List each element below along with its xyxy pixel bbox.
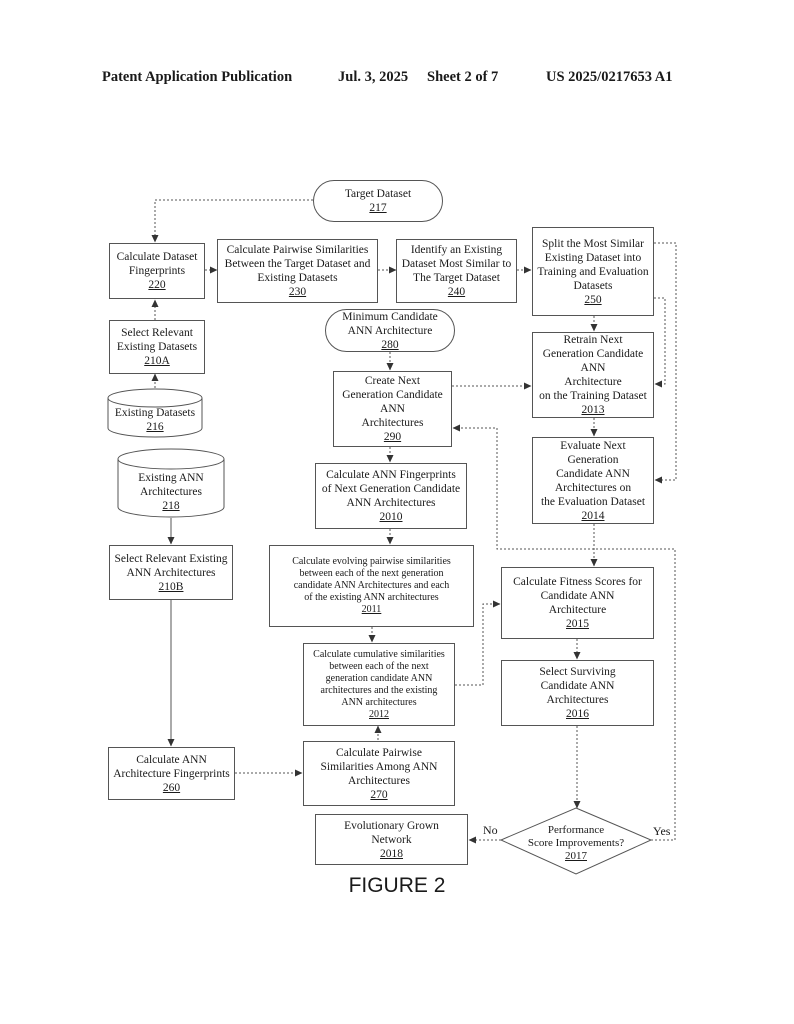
edge-label-yes: Yes — [653, 824, 671, 838]
node-performance-score-improvements: Performance Score Improvements? 2017 — [516, 818, 636, 868]
node-ref: 230 — [288, 286, 307, 298]
node-ref: 217 — [369, 202, 387, 214]
node-ref: 270 — [370, 788, 388, 801]
node-label: Calculate evolving pairwise similarities… — [292, 556, 451, 603]
node-ref: 2013 — [581, 404, 605, 416]
node-label: Existing ANN Architectures — [138, 472, 204, 498]
header-patent-number: US 2025/0217653 A1 — [546, 69, 673, 85]
header-date: Jul. 3, 2025 — [338, 69, 409, 85]
node-label: Minimum Candidate ANN Architecture — [342, 310, 438, 337]
existing-ann-architectures-cylinder — [117, 448, 225, 518]
node-ref: 2014 — [581, 509, 605, 522]
edge-250-2014 — [654, 242, 677, 484]
node-retrain-candidate-ann: Retrain Next Generation Candidate ANN Ar… — [532, 332, 654, 418]
node-label: Calculate cumulative similarities betwee… — [313, 648, 445, 708]
node-split-dataset: Split the Most Similar Existing Dataset … — [532, 227, 654, 316]
node-evaluate-next-generation: Evaluate Next Generation Candidate ANN A… — [532, 437, 654, 524]
node-select-relevant-existing-datasets: Select Relevant Existing Datasets 210A — [109, 320, 205, 374]
edge-label-no: No — [483, 823, 498, 837]
node-ref: 216 — [146, 421, 164, 433]
node-ref: 290 — [383, 431, 402, 443]
node-ref: 2018 — [380, 847, 403, 860]
node-ref: 218 — [162, 500, 180, 512]
node-calculate-cumulative-similarities: Calculate cumulative similarities betwee… — [303, 643, 455, 726]
node-label: Target Dataset — [344, 188, 412, 200]
existing-datasets-cylinder — [107, 388, 203, 438]
node-minimum-candidate-ann: Minimum Candidate ANN Architecture 280 — [325, 309, 455, 352]
node-calculate-ann-architecture-fingerprints: Calculate ANN Architecture Fingerprints … — [108, 747, 235, 800]
node-ref: 260 — [162, 781, 181, 794]
node-label: Evaluate Next Generation Candidate ANN A… — [540, 439, 646, 508]
node-label: Calculate Fitness Scores for Candidate A… — [513, 576, 642, 616]
node-ref: 2012 — [369, 708, 389, 720]
node-label: Select Relevant Existing Datasets — [116, 327, 198, 353]
node-label: Calculate Dataset Fingerprints — [116, 251, 198, 277]
node-ref: 220 — [148, 279, 166, 291]
node-ref: 2011 — [361, 604, 382, 615]
node-ref: 210B — [158, 580, 184, 593]
node-ref: 250 — [584, 293, 602, 306]
node-calculate-pairwise-similarities-datasets: Calculate Pairwise Similarities Between … — [217, 239, 378, 303]
node-ref: 2016 — [566, 708, 589, 720]
performance-decision-diamond — [499, 807, 653, 875]
node-select-surviving-candidates: Select Surviving Candidate ANN Architect… — [501, 660, 654, 726]
node-identify-most-similar-dataset: Identify an Existing Dataset Most Simila… — [396, 239, 517, 303]
header-publication: Patent Application Publication — [102, 69, 293, 85]
node-label: Existing Datasets — [114, 407, 196, 419]
node-existing-ann-architectures: Existing ANN Architectures 218 — [118, 470, 224, 514]
node-calculate-evolving-similarities: Calculate evolving pairwise similarities… — [269, 545, 474, 627]
node-label: Select Relevant Existing ANN Architectur… — [114, 552, 228, 579]
edge-2017-290 — [452, 424, 676, 841]
node-calculate-dataset-fingerprints: Calculate Dataset Fingerprints 220 — [109, 243, 205, 299]
node-calculate-pairwise-similarities-ann: Calculate Pairwise Similarities Among AN… — [303, 741, 455, 806]
node-ref: 2015 — [566, 618, 589, 630]
node-calculate-fitness-scores: Calculate Fitness Scores for Candidate A… — [501, 567, 654, 639]
node-ref: 2010 — [379, 511, 403, 523]
node-label: Calculate Pairwise Similarities Between … — [224, 244, 371, 284]
node-select-relevant-existing-ann: Select Relevant Existing ANN Architectur… — [109, 545, 233, 600]
figure-title: FIGURE 2 — [348, 874, 446, 897]
node-label: Calculate ANN Architecture Fingerprints — [113, 753, 230, 780]
node-calculate-ann-fingerprints-next-gen: Calculate ANN Fingerprints of Next Gener… — [315, 463, 467, 529]
node-ref: 240 — [447, 286, 466, 298]
node-label: Identify an Existing Dataset Most Simila… — [401, 244, 512, 284]
node-target-dataset: Target Dataset 217 — [313, 180, 443, 222]
node-ref: 280 — [381, 338, 399, 351]
header-sheet: Sheet 2 of 7 — [427, 69, 499, 85]
edge-217-220 — [151, 199, 313, 243]
node-label: Evolutionary Grown Network — [344, 819, 439, 846]
edge-250-2013-side — [654, 297, 666, 388]
node-label: Create Next Generation Candidate ANN Arc… — [342, 375, 443, 429]
node-existing-datasets: Existing Datasets 216 — [108, 405, 202, 435]
edge-2012-2015 — [455, 600, 501, 686]
node-ref: 210A — [144, 355, 170, 367]
node-label: Performance Score Improvements? — [527, 823, 625, 849]
node-evolutionary-grown-network: Evolutionary Grown Network 2018 — [315, 814, 468, 865]
node-ref: 2017 — [565, 849, 587, 862]
node-label: Split the Most Similar Existing Dataset … — [537, 237, 649, 292]
node-label: Calculate ANN Fingerprints of Next Gener… — [321, 469, 461, 509]
node-label: Retrain Next Generation Candidate ANN Ar… — [539, 334, 647, 402]
node-create-next-generation: Create Next Generation Candidate ANN Arc… — [333, 371, 452, 447]
node-label: Select Surviving Candidate ANN Architect… — [539, 666, 616, 706]
node-label: Calculate Pairwise Similarities Among AN… — [320, 746, 438, 787]
